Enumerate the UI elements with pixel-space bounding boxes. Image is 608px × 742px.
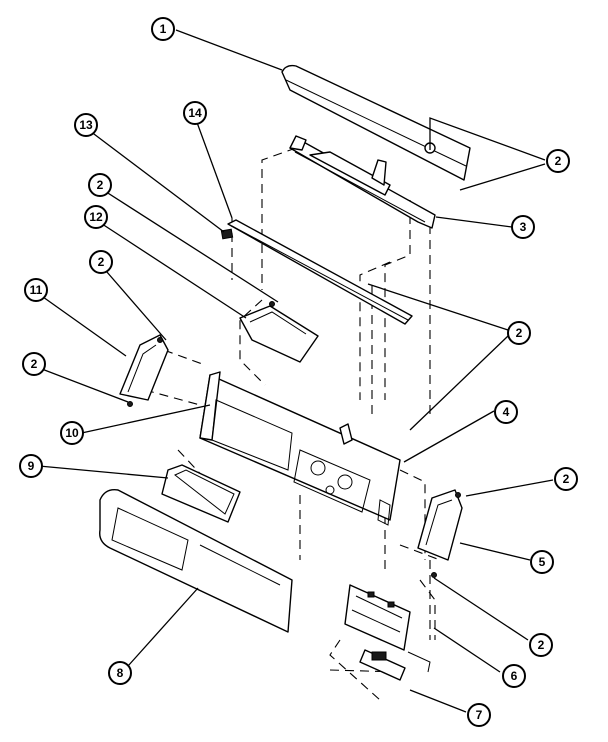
- callout-5: 5: [530, 550, 554, 574]
- part-upper-bracket: [289, 135, 436, 229]
- svg-text:11: 11: [30, 283, 43, 297]
- part-right-end-cap: [417, 489, 463, 578]
- part-lower-bracket: [344, 584, 411, 651]
- svg-text:1: 1: [160, 22, 167, 36]
- callout-13: 13: [74, 113, 98, 137]
- svg-text:2: 2: [563, 472, 570, 486]
- svg-text:14: 14: [188, 106, 202, 120]
- svg-text:10: 10: [65, 426, 79, 440]
- callout-11: 11: [24, 278, 48, 302]
- svg-text:9: 9: [28, 459, 35, 473]
- part-front-overlay: [99, 489, 293, 633]
- callout-3: 3: [511, 215, 535, 239]
- svg-text:4: 4: [503, 405, 510, 419]
- callout-6: 6: [502, 664, 526, 688]
- part-display-window: [161, 464, 241, 523]
- svg-text:12: 12: [89, 210, 103, 224]
- svg-text:6: 6: [511, 669, 518, 683]
- callouts: 1 2 3 13 14 2 12 2 11 2 2 10 4 9 2 5 2 6…: [19, 17, 578, 727]
- callout-8: 8: [108, 661, 132, 685]
- svg-text:8: 8: [117, 666, 124, 680]
- callout-1: 1: [151, 17, 175, 41]
- part-long-rail: [220, 219, 413, 325]
- svg-text:2: 2: [97, 178, 104, 192]
- callout-2: 2: [546, 149, 570, 173]
- callout-2: 2: [529, 633, 553, 657]
- callout-9: 9: [19, 454, 43, 478]
- svg-text:2: 2: [555, 154, 562, 168]
- part-left-end-cap: [119, 334, 169, 407]
- callout-2: 2: [89, 250, 113, 274]
- leader-lines: [33, 29, 554, 713]
- callout-2: 2: [554, 467, 578, 491]
- svg-text:5: 5: [539, 555, 546, 569]
- part-bottom-clip: [359, 649, 431, 681]
- callout-2: 2: [507, 321, 531, 345]
- part-control-panel-body: [199, 371, 401, 526]
- svg-text:2: 2: [31, 357, 38, 371]
- svg-text:2: 2: [516, 326, 523, 340]
- svg-text:2: 2: [98, 255, 105, 269]
- part-small-panel: [239, 301, 319, 363]
- svg-text:13: 13: [79, 118, 93, 132]
- svg-text:2: 2: [538, 638, 545, 652]
- svg-text:3: 3: [520, 220, 527, 234]
- svg-text:7: 7: [476, 708, 483, 722]
- callout-10: 10: [60, 421, 84, 445]
- callout-14: 14: [183, 101, 207, 125]
- callout-2: 2: [22, 352, 46, 376]
- callout-7: 7: [467, 703, 491, 727]
- callout-2: 2: [88, 173, 112, 197]
- callout-4: 4: [494, 400, 518, 424]
- assembly-guide-lines: [144, 147, 441, 701]
- callout-12: 12: [84, 205, 108, 229]
